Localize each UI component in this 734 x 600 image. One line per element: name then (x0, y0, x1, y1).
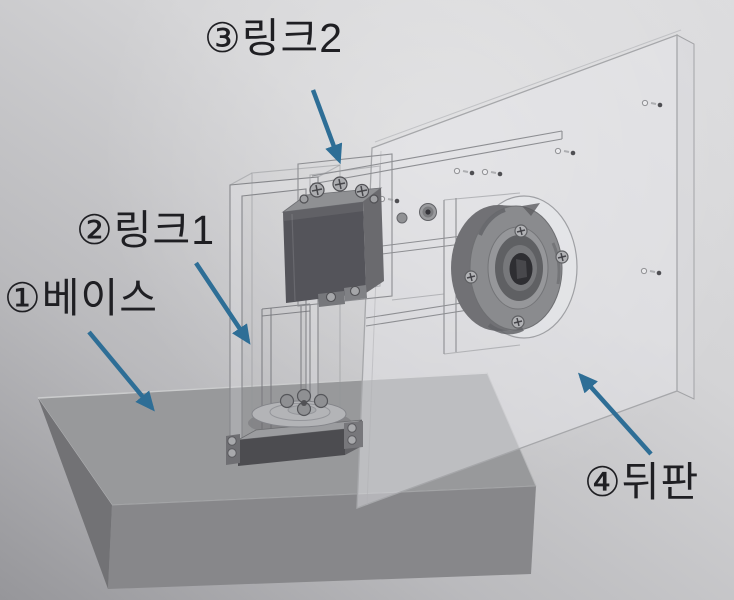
callout-arrow-link2 (310, 89, 343, 165)
flange-screws (464, 224, 569, 329)
callout-label-back-plate: ④뒤판 (584, 459, 700, 505)
callout-arrows (87, 89, 653, 456)
callout-arrow-base (87, 330, 155, 412)
callout-label-link2: ③링크2 (204, 15, 343, 61)
flange-coupling (451, 195, 578, 339)
callout-label-link1: ②링크1 (76, 207, 215, 253)
horn-standoffs (279, 388, 329, 417)
callout-label-base: ①베이스 (4, 275, 158, 321)
callout-arrow-link1 (194, 261, 251, 345)
upper-servo-motor (281, 176, 437, 307)
lower-servo-screws (227, 423, 357, 458)
lower-servo-motor (226, 388, 363, 466)
output-bearing (396, 203, 437, 224)
upper-servo-bottom-screws (325, 285, 361, 303)
callout-arrow-back-plate (577, 372, 653, 456)
upper-servo-top-screws (299, 176, 379, 204)
